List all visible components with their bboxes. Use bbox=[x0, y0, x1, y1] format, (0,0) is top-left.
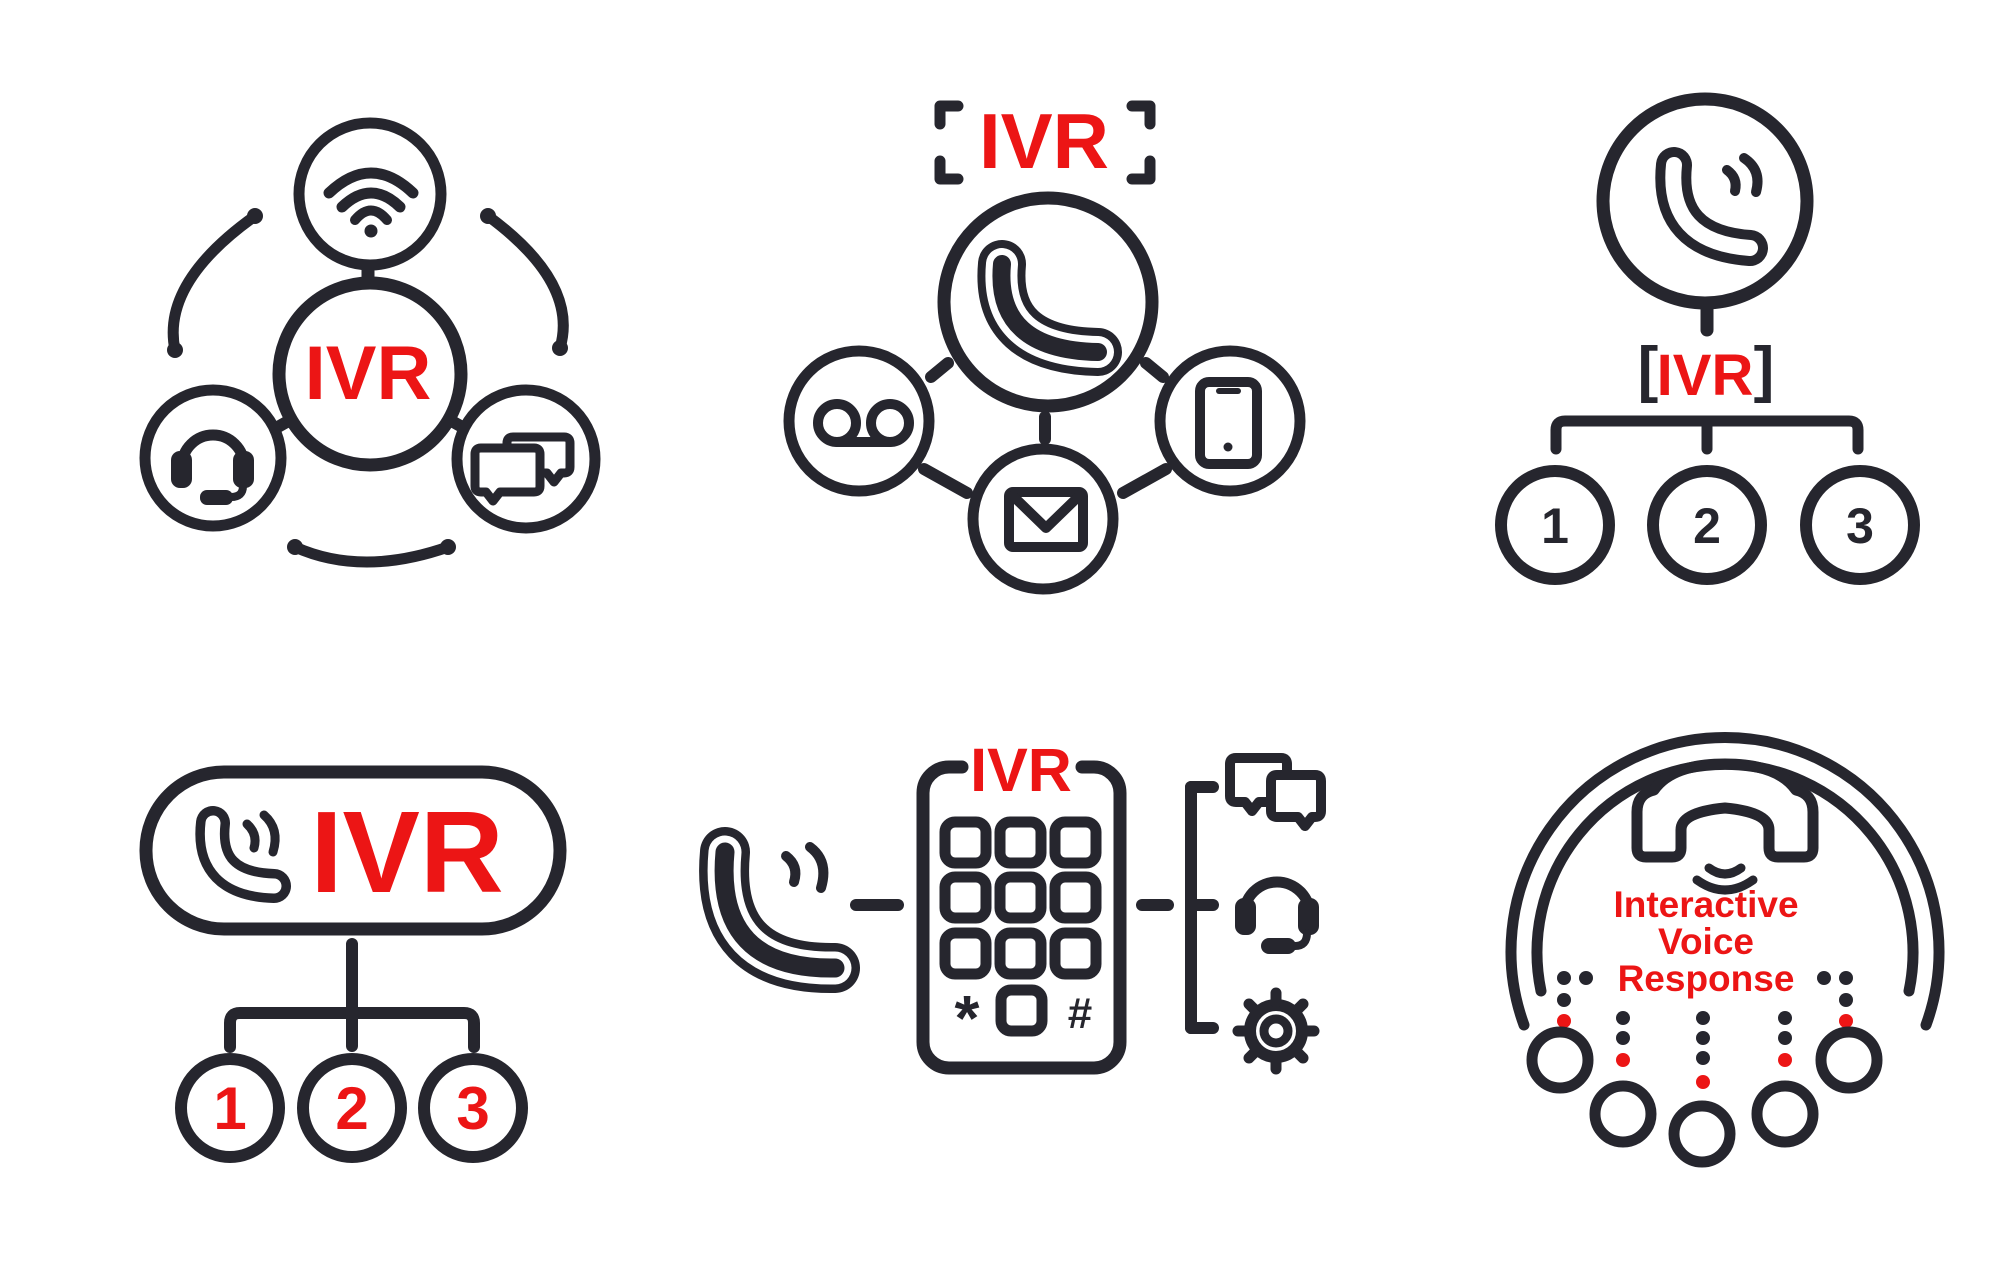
option-label-2: 2 bbox=[335, 1075, 368, 1142]
phone-handset-icon bbox=[977, 240, 1122, 376]
voice-line-2: Voice bbox=[1658, 921, 1754, 962]
ivr-label: IVR bbox=[310, 787, 503, 917]
tile-ivr-voice: Interactive Voice Response bbox=[1505, 732, 1945, 1168]
connector-bracket bbox=[1136, 781, 1219, 1034]
phone-handset-icon bbox=[1655, 147, 1768, 266]
star-key: * bbox=[955, 982, 980, 1054]
phone-receiver-icon bbox=[1631, 758, 1819, 895]
option-label-2: 2 bbox=[1693, 498, 1721, 554]
option-circle-2 bbox=[1647, 465, 1767, 585]
chat-bubbles-icon bbox=[1225, 753, 1326, 831]
headset-icon bbox=[171, 429, 254, 505]
orbit-arcs bbox=[167, 208, 569, 568]
ivr-label: IVR bbox=[970, 736, 1072, 804]
chat-bubbles-icon bbox=[470, 432, 575, 506]
option-circle-1 bbox=[1495, 465, 1615, 585]
outer-ring-arc bbox=[1505, 732, 1945, 1031]
phone-handset-icon bbox=[699, 827, 860, 994]
hub-center-circle bbox=[272, 276, 468, 472]
gear-icon bbox=[1232, 987, 1320, 1075]
option-label-3: 3 bbox=[456, 1075, 489, 1142]
option-circle-3 bbox=[418, 1053, 528, 1163]
ivr-label: IVR bbox=[305, 331, 432, 416]
tile-ivr-hub: IVR bbox=[139, 117, 601, 568]
option-dots bbox=[1557, 971, 1853, 1089]
voicemail-icon bbox=[813, 399, 914, 447]
option-label-1: 1 bbox=[213, 1075, 246, 1142]
headset-icon bbox=[1235, 876, 1319, 954]
keypad-panel bbox=[916, 760, 1127, 1075]
left-bracket: [ bbox=[1638, 335, 1659, 404]
tile-ivr-scan: IVR bbox=[783, 97, 1306, 595]
voice-line-3: Response bbox=[1618, 958, 1795, 999]
phone-circle bbox=[937, 191, 1159, 413]
wifi-icon bbox=[323, 167, 419, 238]
phone-handset-icon bbox=[195, 806, 291, 903]
hash-key: # bbox=[1068, 989, 1092, 1038]
option-label-3: 3 bbox=[1846, 498, 1874, 554]
tile-ivr-pill: IVR 1 2 3 bbox=[139, 765, 567, 1163]
ivr-label: IVR bbox=[1657, 343, 1754, 408]
tile-ivr-keypad: IVR * # bbox=[699, 736, 1326, 1075]
headset-circle bbox=[139, 384, 287, 532]
viewfinder-brackets-icon bbox=[934, 100, 1156, 185]
option-circle-2 bbox=[297, 1053, 407, 1163]
option-circles bbox=[1526, 1026, 1883, 1168]
email-icon bbox=[1004, 487, 1088, 552]
option-circle-3 bbox=[1800, 465, 1920, 585]
tile-ivr-tree: [ IVR ] 1 2 3 bbox=[1495, 92, 1920, 585]
option-label-1: 1 bbox=[1541, 498, 1569, 554]
voice-line-1: Interactive bbox=[1613, 884, 1798, 925]
dashed-connectors bbox=[918, 357, 1172, 499]
tree-branch bbox=[224, 1007, 480, 1053]
right-bracket: ] bbox=[1754, 335, 1775, 404]
option-circle-1 bbox=[175, 1053, 285, 1163]
ivr-label: IVR bbox=[979, 97, 1109, 185]
phone-circle bbox=[1596, 92, 1814, 310]
smartphone-icon bbox=[1195, 377, 1262, 469]
dial-pad-icon: * # bbox=[939, 816, 1102, 1054]
